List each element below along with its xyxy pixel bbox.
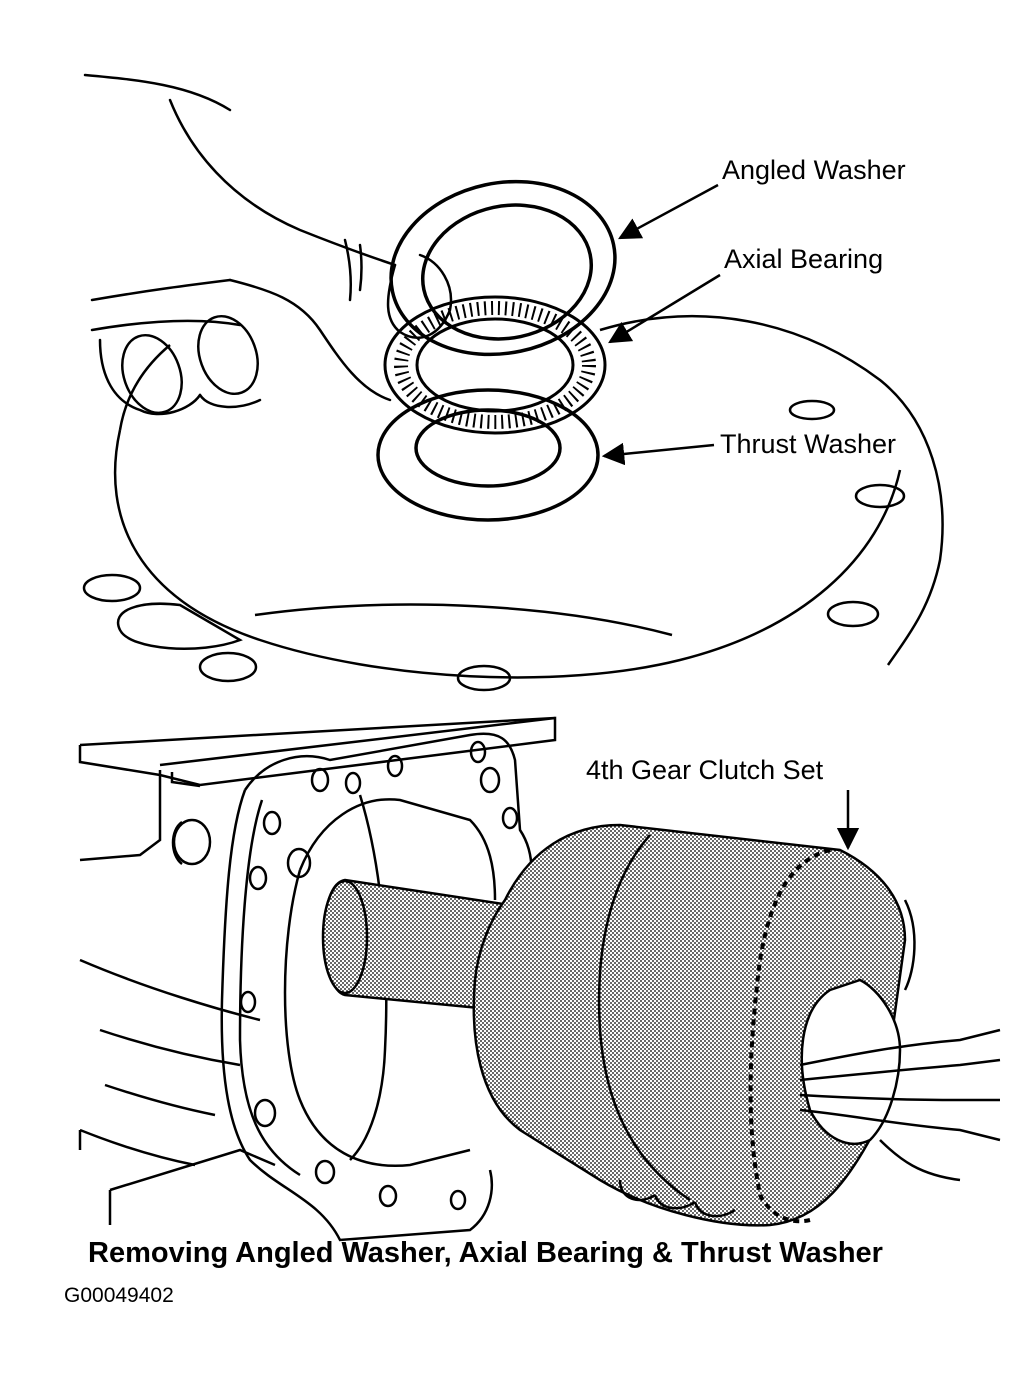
label-axial-bearing: Axial Bearing (724, 244, 884, 274)
angled-washer (389, 179, 617, 357)
transmission-case (78, 716, 557, 1242)
input-shaft (321, 878, 512, 1012)
figure-caption: Removing Angled Washer, Axial Bearing & … (88, 1237, 883, 1269)
clutch-drum (472, 823, 916, 1227)
label-thrust-washer: Thrust Washer (720, 429, 897, 459)
thrust-washer (376, 388, 600, 522)
leader-arrows-top (601, 183, 721, 466)
label-angled-washer: Angled Washer (722, 155, 906, 185)
removal-tool (799, 1028, 1001, 1182)
figure-id: G00049402 (64, 1284, 174, 1307)
hand (83, 73, 453, 416)
label-clutch-set: 4th Gear Clutch Set (586, 755, 824, 785)
case-flange-top (82, 315, 944, 692)
